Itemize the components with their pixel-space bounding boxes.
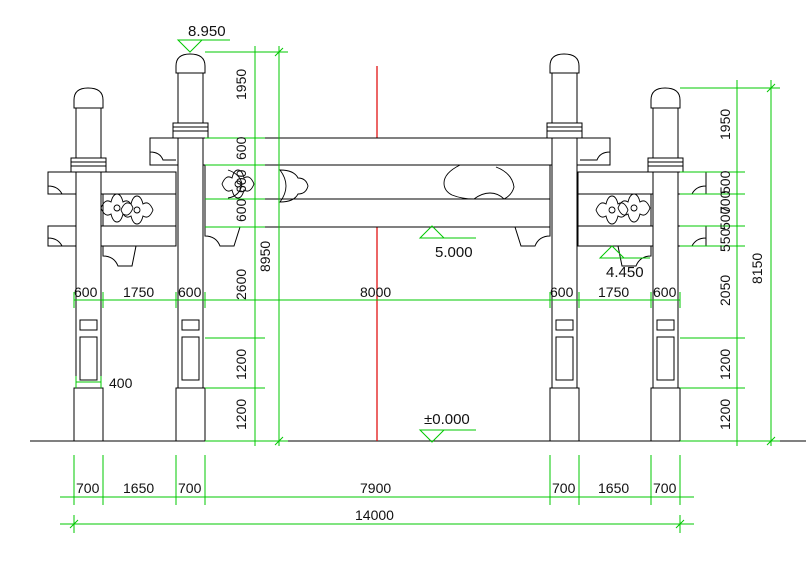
dim-r-500a: 500 [717, 170, 733, 194]
elevation-marker-side-beam: 4.450 [598, 245, 650, 281]
elevation-beam-label: 5.000 [435, 244, 473, 261]
dim-bottom-1: 700 [76, 480, 100, 496]
dim-v-1200b: 1200 [233, 399, 249, 430]
dim-post-width-label: 400 [109, 375, 133, 391]
dim-v-600c: 600 [233, 198, 249, 222]
left-side-beams [47, 171, 177, 267]
dim-top-1: 600 [74, 284, 98, 300]
dim-col-right-height: 1950 500 700 500 550 2050 1200 1200 [680, 80, 780, 446]
dim-top-2: 1750 [123, 284, 154, 300]
dim-row-top: 600 1750 600 8000 600 1750 600 [73, 284, 681, 308]
dim-v-600b: 600 [233, 169, 249, 193]
dim-col-right-total: 8150 [680, 80, 780, 446]
dim-top-4: 8000 [360, 284, 391, 300]
column-inner-left [172, 53, 209, 442]
dim-bottom-6: 1650 [598, 480, 629, 496]
dim-bottom-3: 700 [178, 480, 202, 496]
dim-top-6: 1750 [598, 284, 629, 300]
dim-right-total-label: 8150 [749, 253, 765, 284]
column-inner-right [546, 53, 583, 442]
dim-v-600a: 600 [233, 136, 249, 160]
dim-r-1200b: 1200 [717, 399, 733, 430]
dim-r-2050: 2050 [717, 275, 733, 306]
dim-r-1200a: 1200 [717, 349, 733, 380]
elevation-marker-ground: ±0.000 [418, 411, 476, 443]
dim-r-1950: 1950 [717, 109, 733, 140]
dim-row-bottom: 700 1650 700 7900 700 1650 700 [60, 455, 694, 505]
dim-top-5: 600 [550, 284, 574, 300]
column-outer-left [70, 87, 107, 442]
dim-top-7: 600 [653, 284, 677, 300]
elevation-marker-beam: 5.000 [418, 225, 476, 261]
right-side-beams [577, 171, 707, 267]
elevation-top-label: 8.950 [188, 23, 226, 40]
column-outer-right [647, 87, 684, 442]
dim-top-3: 600 [178, 284, 202, 300]
dim-col-inner-total: 8950 [205, 46, 288, 446]
dim-r-550: 550 [717, 228, 733, 252]
dim-inner-total-label: 8950 [257, 241, 273, 272]
dim-r-500b: 500 [717, 206, 733, 230]
dim-bottom-4: 7900 [360, 480, 391, 496]
dim-r-700: 700 [717, 190, 733, 214]
elevation-side-beam-label: 4.450 [606, 264, 644, 281]
dim-v-1950: 1950 [233, 69, 249, 100]
main-beams [149, 137, 611, 247]
dim-v-2600: 2600 [233, 269, 249, 300]
dim-total-width: 14000 [60, 507, 694, 533]
dim-bottom-2: 1650 [123, 480, 154, 496]
dim-total-width-label: 14000 [355, 507, 394, 523]
dim-post-width: 400 [75, 375, 133, 391]
dim-v-1200a: 1200 [233, 349, 249, 380]
dim-bottom-5: 700 [552, 480, 576, 496]
dim-col-inner-height: 1950 600 600 600 2600 1200 1200 [205, 46, 288, 446]
dim-bottom-7: 700 [653, 480, 677, 496]
elevation-marker-top: 8.950 [176, 23, 230, 53]
elevation-ground-label: ±0.000 [424, 411, 470, 428]
